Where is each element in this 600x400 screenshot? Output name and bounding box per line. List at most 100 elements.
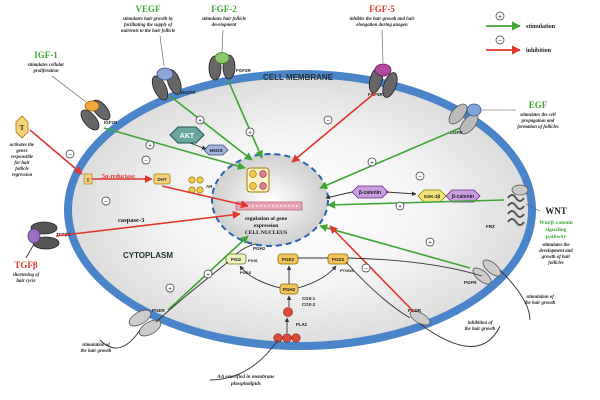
- inhib-bottom-2: the hair growth: [465, 327, 496, 332]
- fgf2r-receptor: FGF2R: [208, 52, 252, 81]
- ptgds-label: PTGDS: [340, 268, 354, 273]
- wnt-pathway-1: Wnt/β-catenin: [539, 220, 573, 226]
- svg-text:DHT: DHT: [157, 177, 166, 182]
- cell-nucleus: [211, 153, 329, 247]
- svg-text:T: T: [20, 124, 25, 132]
- svg-text:PGDR: PGDR: [408, 308, 422, 313]
- caspase-3-label: caspase-3: [118, 217, 145, 224]
- pgh2-top-node: PGH2: [253, 246, 266, 251]
- wnt-title: WNT: [545, 206, 567, 216]
- stim-left-2: the hair growth: [81, 349, 112, 354]
- aa-esterified-1: AA esterified in membrane: [216, 374, 275, 380]
- svg-text:PGH2: PGH2: [283, 287, 296, 292]
- effect-markers: + + + − + − + − − − + + − +: [65, 115, 435, 293]
- egf-title: EGF: [529, 100, 548, 110]
- svg-text:PGE2: PGE2: [282, 257, 295, 262]
- nucleus-text-3: CELL NUCLEUS: [245, 230, 287, 236]
- cox2-label: COX-2: [302, 302, 316, 307]
- t-desc-6: regression: [12, 173, 33, 178]
- svg-text:EGFR: EGFR: [450, 130, 463, 135]
- svg-text:FGF2R: FGF2R: [236, 68, 252, 73]
- tgfb-desc-2: hair cycle: [16, 279, 36, 284]
- svg-text:eNOS: eNOS: [209, 148, 223, 154]
- svg-text:+: +: [498, 13, 502, 20]
- t-desc-2: genes: [15, 149, 27, 154]
- legend-stimulation: stimulation: [526, 24, 556, 30]
- svg-text:AKT: AKT: [180, 133, 195, 140]
- fgf5-desc-1: inhibits the hair growth and hair: [350, 17, 415, 22]
- aa-node: [283, 307, 293, 317]
- ar-cyto-complex: AR: [188, 176, 213, 194]
- vegf-desc-2: facilitating the supply of: [124, 23, 173, 28]
- svg-text:PGFR: PGFR: [464, 280, 477, 285]
- akt-node: AKT: [169, 126, 205, 144]
- tgfb-title: TGFβ: [14, 260, 38, 270]
- fgf5r-receptor: FGF5R: [368, 63, 398, 98]
- svg-text:+: +: [428, 239, 432, 246]
- t-cyto-node: T: [83, 173, 93, 185]
- igf1-desc-1: stimulates cellular: [27, 63, 65, 68]
- pge2-node: PGE2: [277, 253, 299, 265]
- enos-node: eNOS: [203, 144, 229, 156]
- svg-text:−: −: [364, 265, 368, 272]
- svg-text:+: +: [168, 285, 172, 292]
- fgf5-desc-2: elongation during anagen: [356, 23, 408, 28]
- aa-esterified-2: phospholipids: [230, 381, 261, 387]
- svg-text:β-catenin: β-catenin: [452, 194, 474, 200]
- svg-text:+: +: [370, 159, 374, 166]
- svg-text:VEGFR: VEGFR: [180, 90, 196, 95]
- pgd2-node: PGD2: [327, 253, 349, 265]
- pathway-links: [25, 142, 531, 381]
- stim-right-1: stimulation of: [525, 295, 554, 300]
- t-outside-node: T: [15, 115, 29, 139]
- ar-complex: [246, 167, 270, 193]
- beta-catenin-node-left: β-catenin: [351, 185, 389, 199]
- tgfb-desc-1: shortening of: [12, 273, 40, 278]
- svg-text:−: −: [104, 198, 108, 205]
- stim-right-2: the hair growth: [525, 301, 556, 306]
- fgf5-title: FGF-5: [369, 4, 395, 14]
- pgh2-node: PGH2: [279, 283, 299, 295]
- svg-text:+: +: [248, 129, 252, 136]
- pgi2-node: PGI2: [225, 253, 247, 265]
- svg-text:PGI2: PGI2: [231, 257, 242, 262]
- fgf2-desc-2: development: [212, 23, 237, 28]
- legend: + stimulation − inhibition: [486, 11, 556, 55]
- svg-text:−: −: [326, 117, 330, 124]
- t-desc-1: activates the: [10, 143, 35, 148]
- svg-text:+: +: [198, 117, 202, 124]
- svg-text:GSK-3β: GSK-3β: [424, 194, 441, 199]
- cell-membrane-label: CELL MEMBRANE: [263, 73, 334, 82]
- fgf2-title: FGF-2: [211, 4, 237, 14]
- phospholipid-cluster: [273, 333, 301, 343]
- egf-desc-1: stimulates the cell: [519, 113, 556, 118]
- legend-inhibition: inhibition: [526, 48, 552, 54]
- svg-text:+: +: [148, 142, 152, 149]
- svg-text:−: −: [498, 37, 502, 44]
- svg-text:β-catenin: β-catenin: [359, 190, 381, 196]
- five-alpha-reductase-label: 5α-reductase: [102, 174, 135, 180]
- dht-node: DHT: [153, 173, 171, 185]
- svg-text:−: −: [68, 151, 72, 158]
- inhibition-arrows: [29, 91, 415, 313]
- svg-text:PGH2: PGH2: [253, 246, 266, 251]
- svg-text:−: −: [144, 157, 148, 164]
- stim-left-1: stimulation of: [81, 343, 110, 348]
- svg-text:T: T: [86, 178, 90, 184]
- pgis-label: PGIS: [248, 258, 258, 263]
- svg-text:IGF1R: IGF1R: [104, 120, 118, 125]
- pger-left-receptor: PGER: [128, 308, 166, 337]
- vegfr-receptor: VEGFR: [151, 67, 196, 101]
- wnt-desc-2: development and: [539, 249, 573, 254]
- wnt-pathway-3: pathway: [546, 234, 566, 240]
- egf-desc-3: formation of follicles: [517, 125, 559, 130]
- pgdr-receptor: PGDR: [408, 308, 431, 326]
- fgf2-desc-1: stimulates hair follicle: [201, 17, 247, 22]
- cytoplasm-label: CYTOPLASM: [123, 251, 173, 260]
- stimulation-arrows: [103, 79, 505, 311]
- svg-text:+: +: [398, 203, 402, 210]
- gsk3b-node: GSK-3β: [417, 189, 447, 203]
- svg-text:FRZ: FRZ: [486, 224, 495, 229]
